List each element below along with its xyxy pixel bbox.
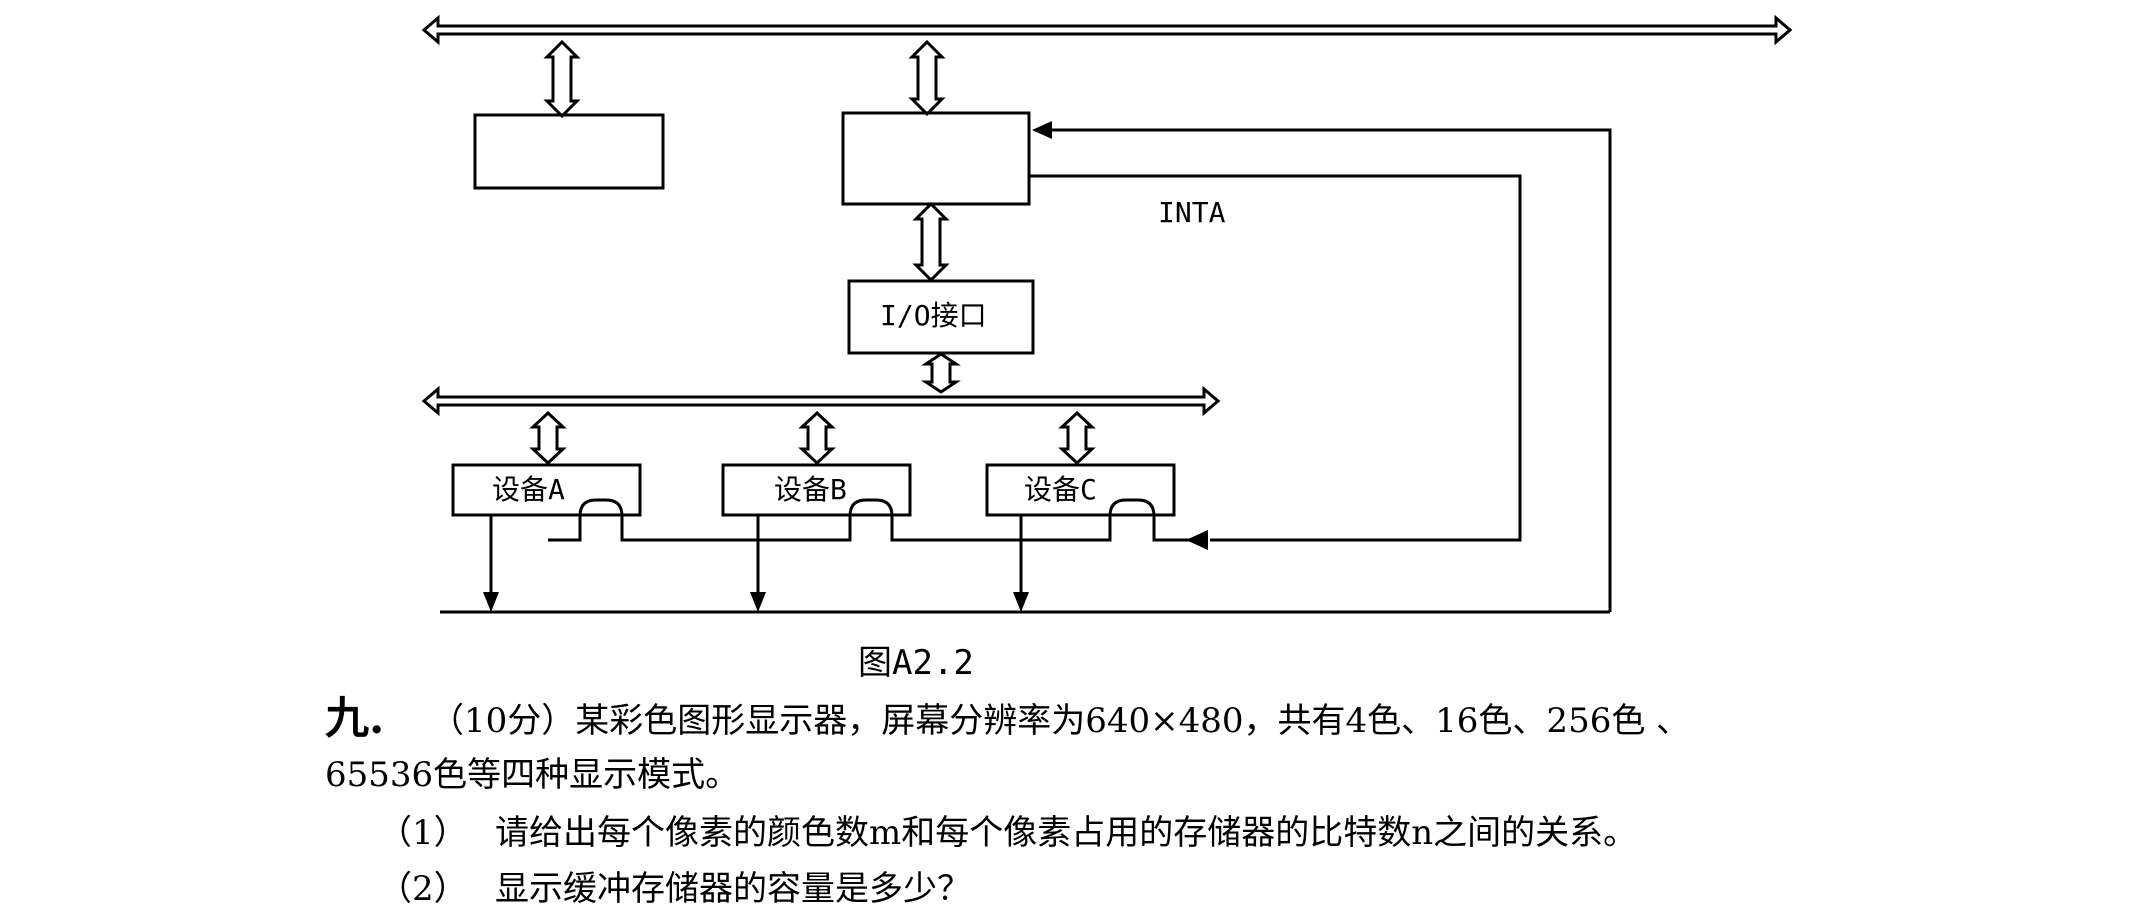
device-c-bus-arrow: [1058, 410, 1096, 466]
io-interface-label: I/O接口: [880, 299, 987, 332]
sub-question-text-1: 请给出每个像素的颜色数m和每个像素占用的存储器的比特数n之间的关系。: [495, 813, 1638, 853]
system-bus: [421, 14, 1793, 46]
cpu-bus-arrow: [908, 39, 946, 117]
device-c-box: [985, 463, 1176, 517]
device-a-box: [451, 463, 642, 517]
interrupt-return-line: [1050, 128, 1612, 612]
device-c-label: 设备C: [1024, 473, 1097, 506]
memory-bus-arrow: [543, 39, 581, 119]
question-line-1: （10分）某彩色图形显示器，屏幕分辨率为640×480，共有4色、16色、256…: [430, 701, 1691, 741]
daisy-chain-line: [548, 498, 1190, 542]
figure-caption: 图A2.2: [858, 643, 974, 683]
sub-question-index-1: （1）: [378, 813, 468, 853]
sub-question-text-2: 显示缓冲存储器的容量是多少？: [495, 869, 971, 909]
question-line-2: 65536色等四种显示模式。: [325, 755, 740, 795]
inta-label: INTA: [1158, 196, 1226, 229]
question-number: 九.: [325, 693, 385, 744]
io-bus-arrow: [921, 352, 961, 394]
cpu-io-arrow: [912, 201, 950, 283]
device-a-bus-arrow: [529, 410, 567, 466]
inta-line: [1029, 174, 1522, 542]
memory-box: [473, 113, 665, 190]
device-a-label: 设备A: [492, 473, 565, 506]
io-bus: [421, 385, 1221, 417]
device-b-label: 设备B: [774, 473, 847, 506]
device-b-box: [721, 463, 912, 517]
device-b-bus-arrow: [798, 410, 836, 466]
sub-question-index-2: （2）: [378, 869, 468, 909]
cpu-box: [841, 111, 1031, 206]
